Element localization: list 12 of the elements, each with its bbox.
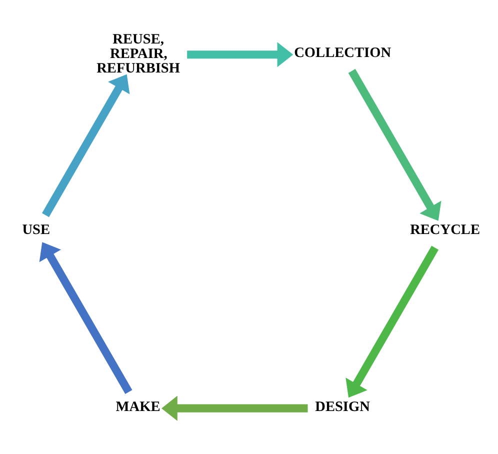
arrow <box>346 246 439 398</box>
node-text: USE <box>22 222 50 238</box>
arrow <box>187 42 294 68</box>
node-text: RECYCLE <box>410 222 480 238</box>
node-text: MAKE <box>116 398 160 415</box>
arrow <box>348 68 442 221</box>
node-text: COLLECTION <box>294 45 392 62</box>
node-text: DESIGN <box>315 398 370 415</box>
arrow <box>39 242 132 394</box>
arrow <box>162 396 308 421</box>
node-text: REUSE, REPAIR, REFURBISH <box>96 32 180 76</box>
arrow <box>42 74 130 218</box>
